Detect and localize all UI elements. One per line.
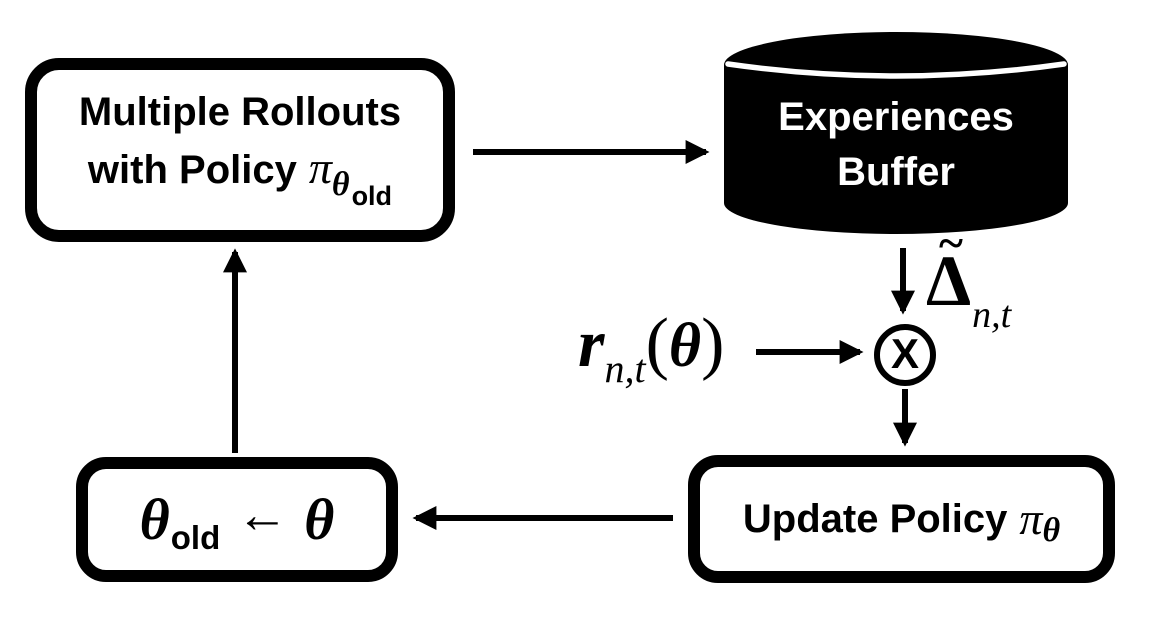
- delta-symbol: Δ: [926, 241, 972, 321]
- left-arrow-glyph: ←: [236, 486, 289, 544]
- cylinder-lid-line: [725, 61, 1067, 79]
- tilde-accent: ~: [939, 217, 963, 268]
- old-subscript: old: [170, 518, 221, 556]
- ratio-theta: θ: [668, 312, 702, 380]
- rollouts-line2-text: with Policy: [87, 148, 297, 192]
- ratio-rparen: ): [701, 305, 725, 382]
- ratio-lparen: (: [645, 305, 669, 382]
- ratio-subscript: n,t: [604, 346, 646, 391]
- assign-node: [76, 457, 398, 582]
- buffer-line2: Buffer: [837, 150, 955, 194]
- theta-subscript: θ: [1042, 512, 1061, 549]
- multiply-node: X: [874, 324, 936, 386]
- advantage-label: ~Δn,t: [926, 220, 1011, 337]
- old-subscript: old: [351, 181, 393, 211]
- theta-old-symbol: θ: [139, 486, 170, 552]
- pi-symbol: π: [1019, 493, 1043, 544]
- cylinder-body: [724, 32, 1068, 234]
- rollouts-line1: Multiple Rollouts: [78, 90, 402, 134]
- update-policy-text: Update Policy: [742, 497, 1008, 541]
- delta-wrap: ~Δ: [926, 220, 972, 321]
- buffer-line1: Experiences: [778, 95, 1014, 139]
- theta-subscript: θ: [331, 166, 350, 203]
- multiply-x-icon: X: [890, 330, 919, 377]
- ratio-label: rn,t(θ): [578, 305, 725, 391]
- advantage-subscript: n,t: [972, 294, 1012, 336]
- update-policy-node: [688, 455, 1115, 583]
- rollouts-node: [25, 58, 455, 242]
- experiences-buffer-cylinder: [724, 32, 1068, 234]
- buffer-label: Experiences Buffer: [724, 90, 1068, 200]
- pi-symbol: π: [308, 142, 332, 193]
- ratio-r: r: [578, 305, 605, 381]
- theta-new-symbol: θ: [304, 486, 335, 552]
